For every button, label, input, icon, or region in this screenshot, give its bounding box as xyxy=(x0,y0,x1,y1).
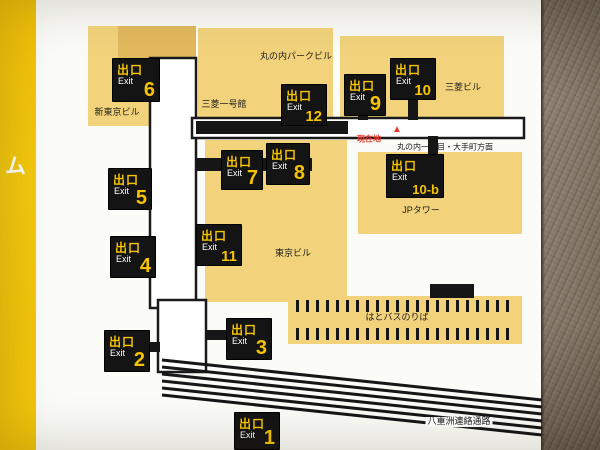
exit-label-en: Exit xyxy=(110,348,126,358)
exit-label-en: Exit xyxy=(114,186,130,196)
bus-stall-hatch xyxy=(296,300,516,312)
current-location-marker: ▲ xyxy=(392,124,402,135)
exit-label-jp: 出口 xyxy=(271,148,298,162)
exit-number: 1 xyxy=(263,427,275,449)
exit-number: 7 xyxy=(246,167,258,189)
exit-label-jp: 出口 xyxy=(113,173,140,187)
exit-label-jp: 出口 xyxy=(109,335,136,349)
exit-number: 4 xyxy=(139,255,151,277)
map-label: はとバスのりば xyxy=(365,312,429,323)
exit-number: 2 xyxy=(133,349,145,371)
map-label: 三菱一号館 xyxy=(201,99,247,110)
map-label: 八重洲連絡通路 xyxy=(425,416,493,427)
passage-lines xyxy=(161,358,543,437)
exit-label-jp: 出口 xyxy=(239,417,266,431)
exit-label-en: Exit xyxy=(232,336,248,346)
bus-stall-hatch xyxy=(296,328,514,340)
exit-label-en: Exit xyxy=(272,161,288,171)
map-label: 丸の内パークビル xyxy=(259,51,333,62)
exit-number: 9 xyxy=(369,93,381,115)
exit-label-en: Exit xyxy=(287,102,303,112)
wall-seam-shadow xyxy=(541,0,545,450)
exit-number: 8 xyxy=(293,162,305,184)
exit-number: 3 xyxy=(255,337,267,359)
exit-number: 10 xyxy=(414,82,431,99)
exit-number: 10-b xyxy=(412,182,439,197)
sign-side-strip: ム xyxy=(0,0,36,450)
exit-label-en: Exit xyxy=(350,92,366,102)
map-label: 新東京ビル xyxy=(94,107,140,118)
exit-label-en: Exit xyxy=(118,76,134,86)
exit-label-jp: 出口 xyxy=(226,155,253,169)
exit-label-en: Exit xyxy=(392,172,408,182)
exit-label-jp: 出口 xyxy=(349,79,376,93)
map-label: 三菱ビル xyxy=(444,82,482,93)
exit-number: 12 xyxy=(305,108,322,125)
exit-number: 11 xyxy=(221,248,237,265)
exit-label-en: Exit xyxy=(202,242,218,252)
map-label: JPタワー xyxy=(402,205,440,216)
exit-label-en: Exit xyxy=(396,76,412,86)
wall-texture xyxy=(541,0,600,450)
exit-label-en: Exit xyxy=(227,168,243,178)
exit-label-en: Exit xyxy=(240,430,256,440)
exit-label-jp: 出口 xyxy=(201,229,228,243)
map-label: 丸の内一丁目・大手町方面 xyxy=(397,142,493,152)
exit-number: 5 xyxy=(135,187,147,209)
exit-label-jp: 出口 xyxy=(117,63,144,77)
exit-label-jp: 出口 xyxy=(395,63,422,77)
exit-label-jp: 出口 xyxy=(231,323,258,337)
exit-label-jp: 出口 xyxy=(286,89,313,103)
map-label: 東京ビル xyxy=(274,248,312,259)
exit-number: 6 xyxy=(143,79,155,101)
exit-label-jp: 出口 xyxy=(391,159,418,173)
exit-label-en: Exit xyxy=(116,254,132,264)
sign-side-text: ム xyxy=(5,155,26,178)
building-top-block xyxy=(118,26,196,62)
exit-label-jp: 出口 xyxy=(115,241,142,255)
current-location-label: 現在地 xyxy=(357,134,381,144)
